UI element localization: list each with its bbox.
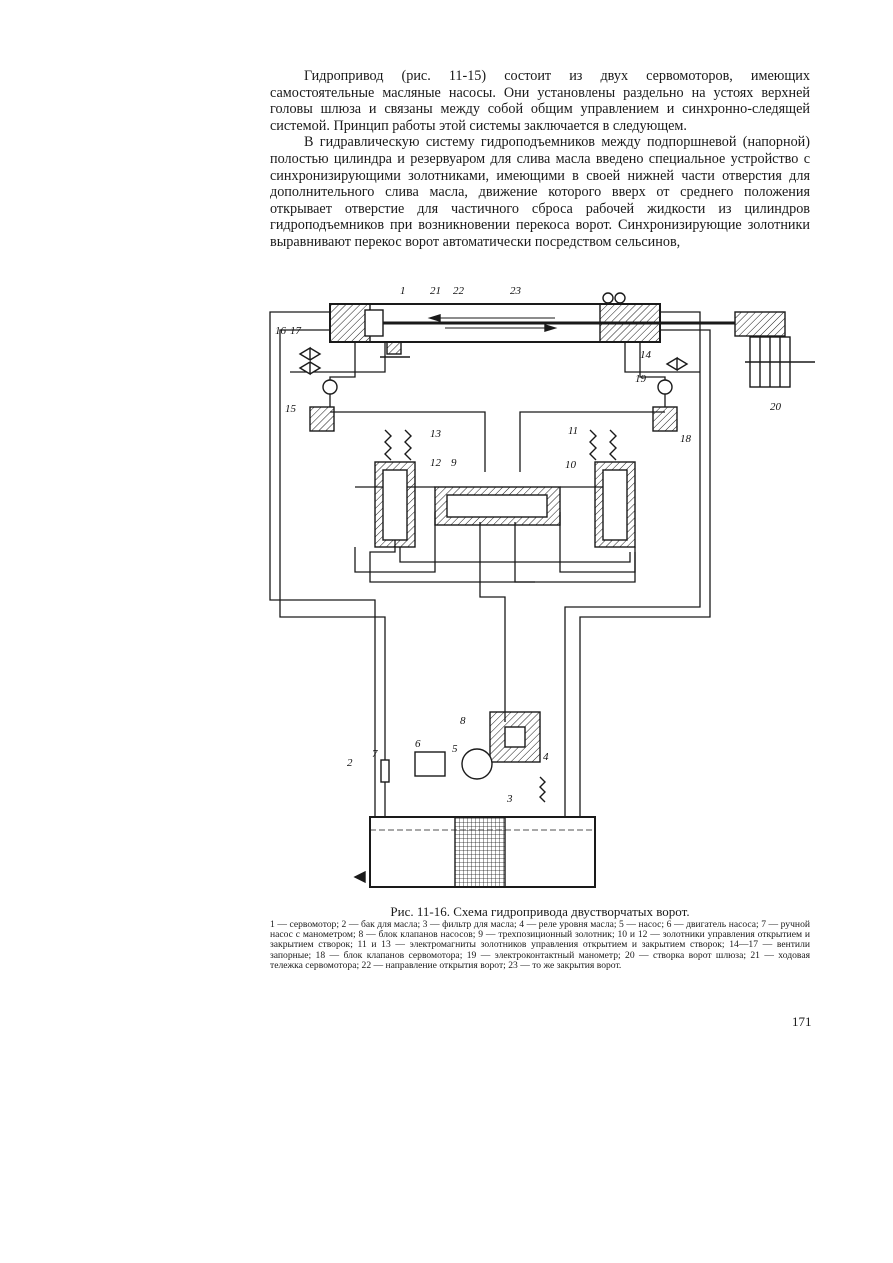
label-3: 3: [506, 793, 513, 805]
label-15: 15: [285, 403, 297, 415]
oil-filter: [454, 816, 506, 888]
hydraulic-schematic-figure: 1 2 3 4 5 6 7 8 9 10 11 12 13 14 15 16 1…: [255, 282, 835, 902]
hand-pump: [380, 759, 390, 783]
label-13: 13: [430, 428, 442, 440]
level-relay: [539, 776, 546, 803]
paragraph-2: В гидравлическую систему гидроподъемнико…: [270, 134, 810, 250]
manometer-left: [322, 379, 338, 395]
label-20: 20: [770, 401, 782, 413]
pump: [461, 748, 493, 780]
label-17: 17: [290, 325, 302, 337]
label-7: 7: [372, 748, 378, 760]
label-6: 6: [415, 738, 421, 750]
page-number: 171: [792, 1014, 812, 1029]
label-19: 19: [635, 373, 647, 385]
label-10: 10: [565, 459, 577, 471]
figure-caption-title: Рис. 11-16. Схема гидропривода двустворч…: [390, 904, 690, 919]
label-8: 8: [460, 715, 466, 727]
label-9: 9: [451, 457, 457, 469]
body-text: Гидропривод (рис. 11-15) состоит из двух…: [270, 68, 810, 251]
electromagnets: [384, 429, 617, 461]
piping: [269, 311, 711, 872]
label-14: 14: [640, 349, 652, 361]
label-4: 4: [543, 751, 549, 763]
label-23: 23: [510, 285, 522, 297]
figure-caption-legend: 1 — сервомотор; 2 — бак для масла; 3 — ф…: [270, 919, 810, 971]
label-11: 11: [568, 425, 578, 437]
servomotor-cylinder: [329, 292, 786, 343]
pump-motor: [414, 751, 446, 777]
label-5: 5: [452, 743, 458, 755]
valve-block-left: [309, 406, 335, 432]
label-2: 2: [347, 757, 353, 769]
manometer-right: [657, 379, 673, 395]
label-21: 21: [430, 285, 441, 297]
valve-block-right: [652, 406, 678, 432]
paragraph-1: Гидропривод (рис. 11-15) состоит из двух…: [270, 68, 810, 134]
label-16: 16: [275, 325, 287, 337]
carriage: [386, 341, 402, 355]
label-18: 18: [680, 433, 692, 445]
shutoff-valves: [298, 346, 689, 376]
label-22: 22: [453, 285, 465, 297]
gate-leaf: [745, 336, 815, 388]
figure-labels: 1 2 3 4 5 6 7 8 9 10 11 12 13 14 15 16 1…: [275, 285, 782, 805]
label-12: 12: [430, 457, 442, 469]
label-1: 1: [400, 285, 406, 297]
